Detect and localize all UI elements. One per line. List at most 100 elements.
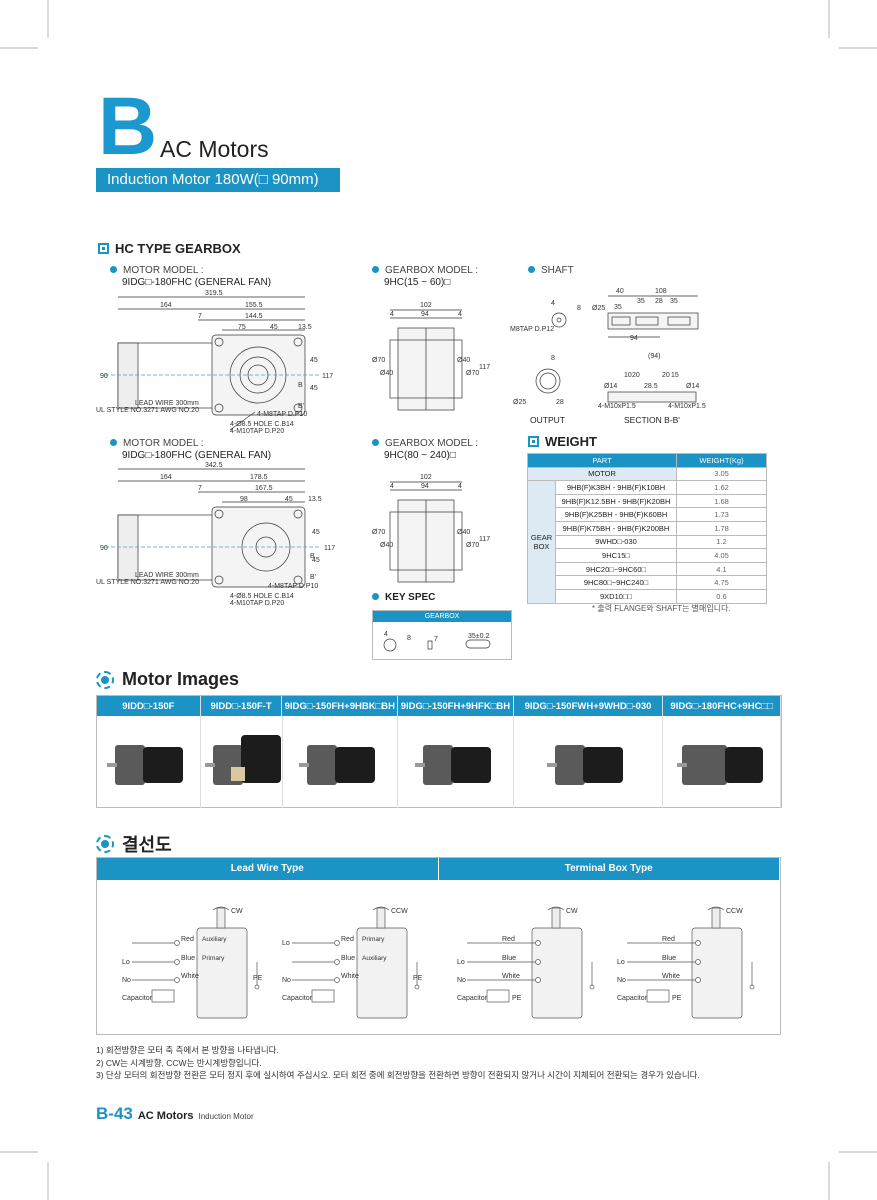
dim: 4-M10xP1.5 <box>668 403 706 410</box>
motor-weight: 3.05 <box>676 466 767 482</box>
lead-wire-spec: UL STYLE NO.3271 AWG NO.20 <box>96 579 199 586</box>
dim: 35 <box>614 304 622 311</box>
product-banner: Induction Motor 180W(□ 90mm) <box>96 168 340 192</box>
no-label: No <box>282 977 291 984</box>
dim: 167.5 <box>255 485 273 492</box>
part-cell: 9XD10□□ <box>555 588 677 604</box>
dim: 117 <box>479 536 490 543</box>
motor-photo <box>298 745 375 785</box>
capacitor-label: Capacitor <box>122 995 153 1002</box>
dim: Ø14 <box>604 383 617 390</box>
motor-photo <box>204 735 281 785</box>
weight-cell: 1.73 <box>676 507 767 522</box>
model: 9HC(15 ~ 60)□ <box>384 277 451 288</box>
callout: 4-M8TAP D.P10 <box>257 411 307 418</box>
dim: 155.5 <box>245 302 263 309</box>
coil-label: Auxiliary <box>202 936 227 943</box>
weight-cell: 4.1 <box>676 561 767 577</box>
dim: 4-M10xP1.5 <box>598 403 636 410</box>
motor-model-label-2: MOTOR MODEL :9IDG□-180FHC (GENERAL FAN) <box>110 438 271 462</box>
lead-wire: LEAD WIRE 300mm <box>135 572 199 579</box>
ring-bullet-icon <box>96 670 114 689</box>
wire-label: White <box>662 973 680 980</box>
direction-label: CCW <box>391 908 408 915</box>
wire-label: Blue <box>181 955 195 962</box>
dim: 7 <box>198 313 202 320</box>
dim: 28 <box>655 298 663 305</box>
label: MOTOR MODEL : <box>123 438 204 449</box>
dim: 4 <box>390 311 394 318</box>
notes: 1) 회전방향은 모터 축 측에서 본 방향을 나타냅니다. 2) CW는 시계… <box>96 1044 700 1082</box>
terminal-box-type-header: Terminal Box Type <box>439 858 780 880</box>
wiring-heading: 결선도 <box>96 831 172 857</box>
weight-cell: 4.05 <box>676 548 767 563</box>
bullet-icon <box>110 266 117 273</box>
gearbox-model-label-2: GEARBOX MODEL :9HC(80 ~ 240)□ <box>372 438 478 462</box>
dim: B <box>310 553 315 560</box>
capacitor-label: Capacitor <box>282 995 313 1002</box>
weight-note: * 출력 FLANGE와 SHAFT는 별매입니다. <box>592 604 731 613</box>
motor-photo <box>107 745 184 785</box>
weight-row: 9HC20□~9HC60□4.1 <box>528 561 767 577</box>
heading-text: WEIGHT <box>545 434 597 449</box>
motor-image-model: 9IDG□-180FHC+9HC□□ <box>663 696 781 716</box>
dim: 319.5 <box>205 290 223 297</box>
dim: 90 <box>100 373 108 380</box>
part-cell: 9HC15□ <box>555 548 677 563</box>
part-cell: 9HB(F)K25BH - 9HB(F)K60BH <box>555 507 677 522</box>
key-spec-label: KEY SPEC <box>372 592 435 604</box>
wiring-diagram-d2: CCWRedBlueWhitePrimaryAuxiliaryLoNoCapac… <box>282 906 423 1019</box>
weight-cell: 4.75 <box>676 575 767 590</box>
label: MOTOR MODEL : <box>123 265 204 276</box>
dim: 164 <box>160 474 172 481</box>
dim: 8 <box>407 635 411 642</box>
col-part: PART <box>527 453 677 468</box>
wire-label: Red <box>181 936 194 943</box>
note-2: 2) CW는 시계방향, CCW는 반시계방향입니다. <box>96 1057 262 1068</box>
wiring-diagrams: CWRedBlueWhiteAuxiliaryPrimaryLoNoCapaci… <box>122 906 755 1019</box>
label: KEY SPEC <box>385 592 436 603</box>
dim: 15 <box>671 372 679 379</box>
part-cell: 9HB(F)K75BH - 9HB(F)K200BH <box>555 520 677 536</box>
gearbox-model-label-1: GEARBOX MODEL :9HC(15 ~ 60)□ <box>372 265 478 289</box>
section-letter: B <box>98 81 157 172</box>
dim: 20 <box>632 372 640 379</box>
page-title: AC Motors <box>160 136 269 162</box>
lead-wire-type-header: Lead Wire Type <box>97 858 439 880</box>
motor-image-model: 9IDG□-150FH+9HFK□BH <box>398 696 514 716</box>
direction-label: CCW <box>726 908 743 915</box>
square-bullet-icon <box>528 436 539 447</box>
hc-gearbox-heading: HC TYPE GEARBOX <box>98 241 241 256</box>
dim: 117 <box>479 364 490 371</box>
no-label: No <box>617 977 626 984</box>
capacitor-label: Capacitor <box>457 995 488 1002</box>
weight-row: 9HC80□~9HC240□4.75 <box>528 575 767 590</box>
dim: Ø25 <box>592 305 605 312</box>
dim: 117 <box>322 373 333 380</box>
pe-label: PE <box>253 975 263 982</box>
motor-photo <box>547 745 624 785</box>
weight-cell: 1.2 <box>676 534 767 550</box>
dim: 102 <box>420 302 432 309</box>
bullet-icon <box>372 439 379 446</box>
dim: 4 <box>551 300 555 307</box>
dim: 13.5 <box>308 496 322 503</box>
dim: Ø70 <box>466 370 479 377</box>
wire-label: Red <box>662 936 675 943</box>
footer: B-43 AC Motors Induction Motor <box>96 1104 254 1124</box>
square-bullet-icon <box>98 243 109 254</box>
wire-label: White <box>181 973 199 980</box>
dim: 45 <box>312 529 320 536</box>
weight-cell: 1.62 <box>676 480 767 495</box>
wire-label: Blue <box>502 955 516 962</box>
heading-text: Motor Images <box>122 669 240 689</box>
callout: 4-M10TAP D.P20 <box>230 600 284 607</box>
footer-title: AC Motors <box>137 1110 194 1122</box>
weight-cell: 1.78 <box>676 520 767 536</box>
